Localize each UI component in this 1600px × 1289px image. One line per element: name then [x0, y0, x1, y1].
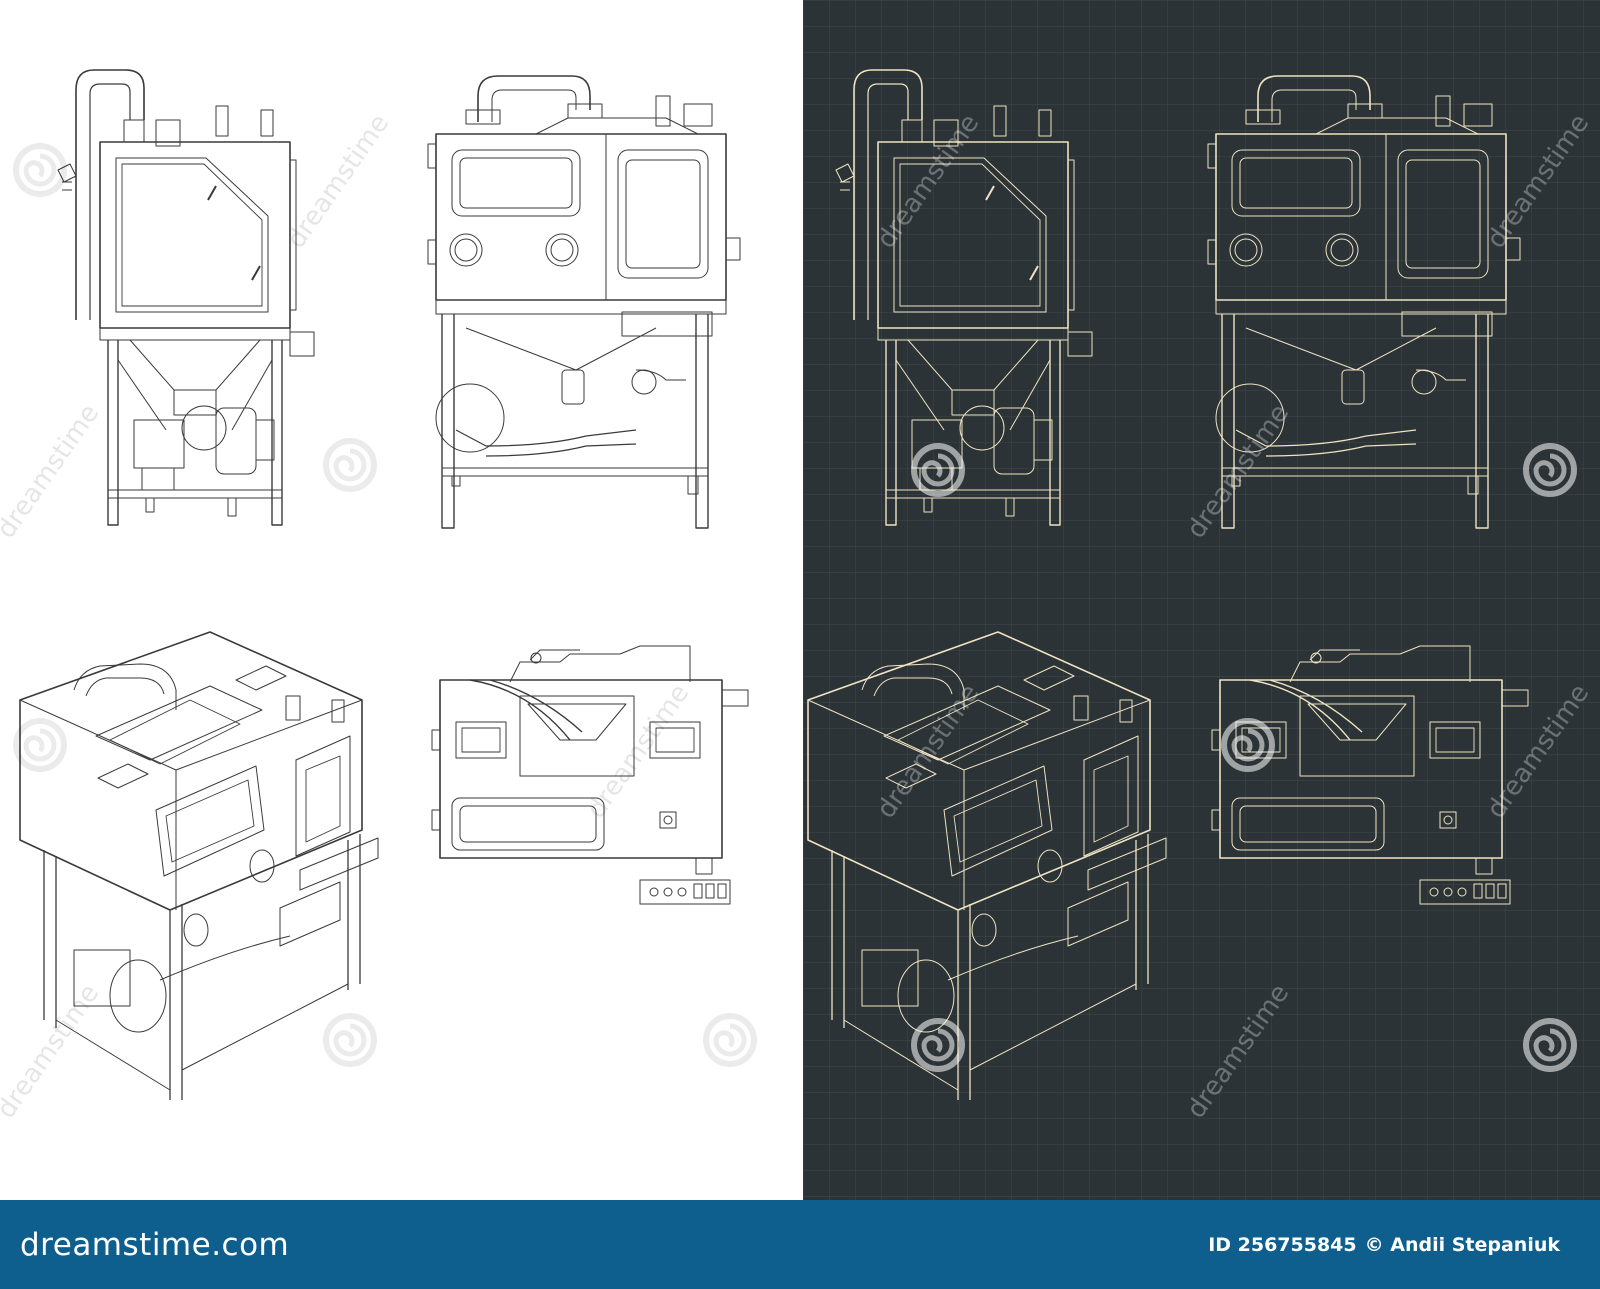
watermark-spiral-icon — [326, 1016, 374, 1064]
watermark-text: dreamstime — [0, 399, 105, 544]
top-view-drawing — [431, 645, 749, 905]
watermark-text: dreamstime — [581, 679, 695, 824]
front-view-drawing — [427, 75, 741, 529]
light-drawing-area — [0, 0, 803, 1200]
watermark-text: dreamstime — [871, 679, 985, 824]
watermark-text: dreamstime — [1481, 109, 1595, 254]
watermark-spiral-icon — [16, 146, 64, 194]
image-id: ID 256755845 — [1208, 1233, 1357, 1256]
watermark-spiral-icon — [16, 721, 64, 769]
watermark-text: dreamstime — [0, 979, 105, 1124]
watermark-text: dreamstime — [281, 109, 395, 254]
side-view-drawing — [57, 69, 315, 526]
watermark-text: dreamstime — [1481, 679, 1595, 824]
dark-blueprint-area — [803, 0, 1600, 1200]
watermark-spiral-icon — [914, 446, 962, 494]
blueprint-sheet: dreamstime dreamstime dreamstime dreamst… — [0, 0, 1600, 1200]
author-credit[interactable]: © Andii Stepaniuk — [1364, 1233, 1560, 1256]
dark-top-view-drawing — [1211, 645, 1529, 905]
watermark-text: dreamstime — [1181, 399, 1295, 544]
watermark-spiral-icon — [326, 441, 374, 489]
watermark-text: dreamstime — [871, 109, 985, 254]
brand-logo-text[interactable]: dreamstime.com — [20, 1226, 290, 1263]
watermark-spiral-icon — [1526, 446, 1574, 494]
stock-footer-bar: dreamstime.com ID 256755845 © Andii Step… — [0, 1200, 1600, 1289]
image-credit: ID 256755845 © Andii Stepaniuk — [1208, 1234, 1560, 1256]
blueprint-drawings: dreamstime dreamstime dreamstime dreamst… — [0, 69, 1595, 1124]
light-drawings — [19, 69, 749, 1101]
watermarks: dreamstime dreamstime dreamstime dreamst… — [0, 109, 1595, 1124]
watermark-spiral-icon — [706, 1016, 754, 1064]
watermark-spiral-icon — [1526, 1021, 1574, 1069]
watermark-text: dreamstime — [1181, 979, 1295, 1124]
dark-isometric-view-drawing — [807, 631, 1167, 1101]
